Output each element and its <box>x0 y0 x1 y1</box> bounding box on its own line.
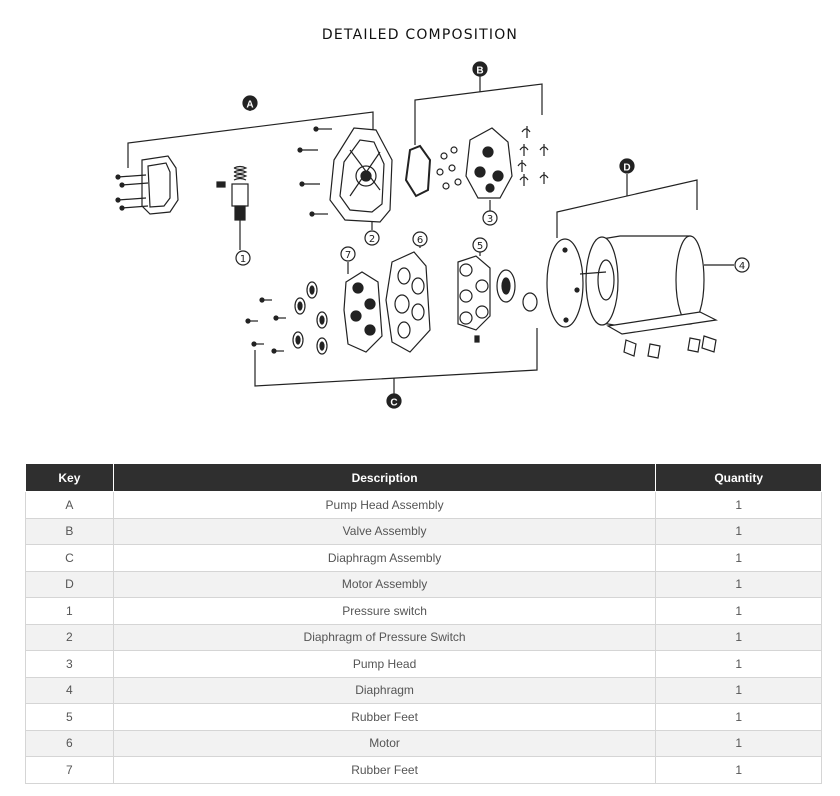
cell-key: A <box>25 491 114 519</box>
group-b-bracket: B <box>414 61 543 145</box>
cell-key: 6 <box>25 729 114 757</box>
cell-quantity: 1 <box>655 703 822 731</box>
header-description: Description <box>112 463 657 492</box>
cell-quantity: 1 <box>655 570 822 598</box>
diaphragm-part: 7 <box>340 246 383 353</box>
cell-description: Pressure switch <box>112 597 657 625</box>
group-d-label: D <box>623 163 630 174</box>
header-quantity: Quantity <box>655 463 822 492</box>
cell-quantity: 1 <box>655 623 822 651</box>
cell-description: Pump Head Assembly <box>112 491 657 519</box>
cell-description: Valve Assembly <box>112 517 657 545</box>
group-c-bracket: C <box>254 328 538 409</box>
header-key: Key <box>25 463 114 492</box>
cell-key: B <box>25 517 114 545</box>
cell-quantity: 1 <box>655 517 822 545</box>
group-b-label: B <box>476 66 483 77</box>
part-number-1: 1 <box>240 254 246 265</box>
cell-quantity: 1 <box>655 544 822 572</box>
cell-key: C <box>25 544 114 572</box>
part-number-4: 4 <box>739 261 745 272</box>
cell-quantity: 1 <box>655 729 822 757</box>
wobble-plate-part: 5 <box>457 237 538 343</box>
group-d-bracket: D <box>556 158 698 238</box>
motor-part: 4 <box>546 235 750 359</box>
cell-quantity: 1 <box>655 650 822 678</box>
group-a-bracket: A <box>127 95 374 168</box>
cell-key: 4 <box>25 676 114 704</box>
cell-description: Diaphragm <box>112 676 657 704</box>
pump-head-cover-part: 2 <box>297 126 393 246</box>
switch-stem-part: 1 <box>216 165 251 266</box>
cell-description: Diaphragm of Pressure Switch <box>112 623 657 651</box>
part-number-3: 3 <box>487 214 493 225</box>
group-a-label: A <box>246 100 253 111</box>
cell-key: 3 <box>25 650 114 678</box>
group-c-small-parts <box>245 281 328 355</box>
cell-quantity: 1 <box>655 756 822 784</box>
part-number-5: 5 <box>477 241 483 252</box>
cell-description: Motor Assembly <box>112 570 657 598</box>
part-number-2: 2 <box>369 234 375 245</box>
part-number-7: 7 <box>345 250 351 261</box>
cell-description: Motor <box>112 729 657 757</box>
cell-description: Rubber Feet <box>112 756 657 784</box>
page-title: DETAILED COMPOSITION <box>321 27 519 43</box>
cell-key: 5 <box>25 703 114 731</box>
cell-quantity: 1 <box>655 491 822 519</box>
table-header-row: Key Description Quantity <box>25 463 822 492</box>
cell-key: 2 <box>25 623 114 651</box>
cell-key: D <box>25 570 114 598</box>
cell-key: 7 <box>25 756 114 784</box>
part-number-6: 6 <box>417 235 423 246</box>
diaphragm-housing-part: 6 <box>385 231 431 353</box>
cell-key: 1 <box>25 597 114 625</box>
valve-assembly-part: 3 <box>404 126 549 226</box>
pressure-switch-part <box>115 155 179 215</box>
group-c-label: C <box>390 398 397 409</box>
exploded-view-diagram: A B C D 1 <box>115 61 750 409</box>
cell-description: Diaphragm Assembly <box>112 544 657 572</box>
cell-quantity: 1 <box>655 676 822 704</box>
cell-description: Rubber Feet <box>112 703 657 731</box>
cell-description: Pump Head <box>112 650 657 678</box>
cell-quantity: 1 <box>655 597 822 625</box>
